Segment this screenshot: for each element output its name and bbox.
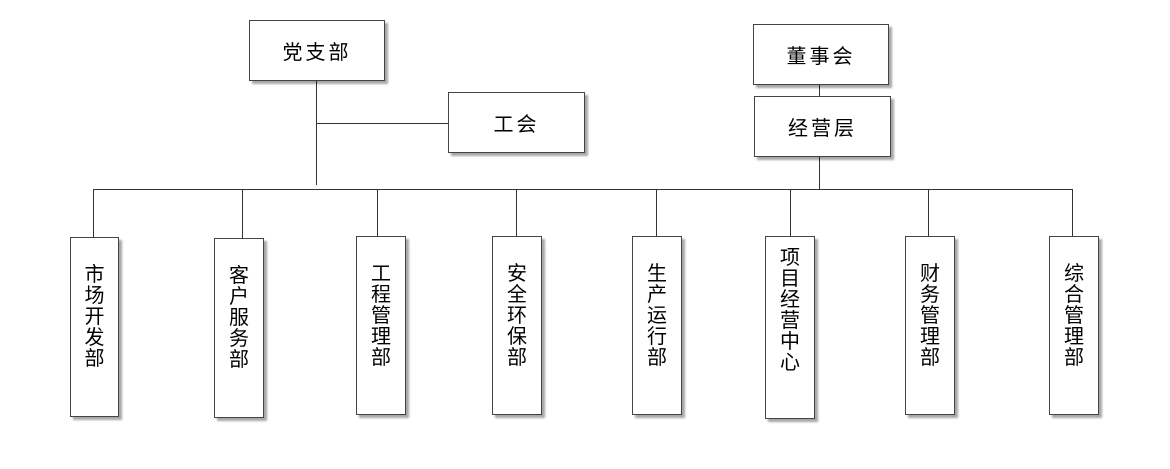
department-label-5: 生产运行部 [647,261,667,369]
party-branch-label: 党支部 [282,40,352,64]
connector-management-to-bus [819,156,820,190]
department-label-8: 综合管理部 [1064,261,1084,369]
drop-line-5 [656,189,657,236]
drop-line-4 [516,189,517,236]
drop-line-2 [242,189,243,238]
board-label: 董事会 [786,44,856,68]
board-box: 董事会 [753,24,889,85]
connector-party-to-union [316,123,448,124]
department-label-7: 财务管理部 [920,261,940,369]
trade-union-label: 工会 [493,112,540,136]
management-box: 经营层 [754,96,891,157]
department-label-2: 客户服务部 [229,263,249,371]
department-label-6: 项目经营中心 [780,245,800,374]
department-label-3: 工程管理部 [371,261,391,369]
department-bus-line [93,189,1072,190]
department-box-1: 市场开发部 [70,237,119,417]
department-box-5: 生产运行部 [632,236,682,415]
department-label-1: 市场开发部 [84,262,105,370]
department-box-2: 客户服务部 [214,238,264,418]
department-box-8: 综合管理部 [1049,236,1099,415]
connector-party-to-bus [316,80,317,185]
department-box-6: 项目经营中心 [765,236,815,419]
trade-union-box: 工会 [448,92,585,153]
connector-board-to-management [819,84,820,96]
department-label-4: 安全环保部 [507,261,527,369]
drop-line-1 [93,189,94,237]
drop-line-3 [377,189,378,236]
party-branch-box: 党支部 [249,20,385,81]
drop-line-6 [790,189,791,236]
drop-line-7 [928,189,929,236]
management-label: 经营层 [788,116,857,140]
drop-line-8 [1072,189,1073,236]
department-box-4: 安全环保部 [492,236,542,415]
department-box-3: 工程管理部 [356,236,406,415]
department-box-7: 财务管理部 [905,236,955,415]
